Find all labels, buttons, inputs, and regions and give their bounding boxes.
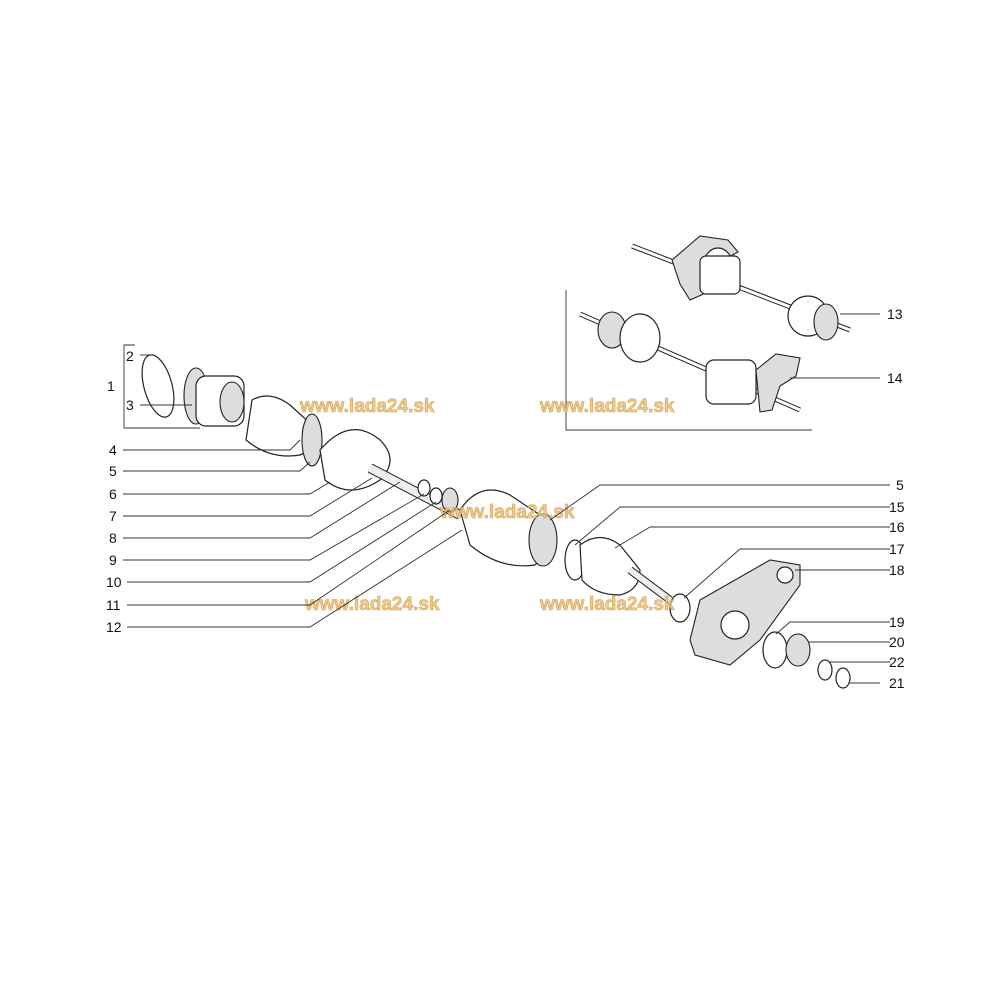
callout-label: 20 xyxy=(889,634,905,650)
callout-label: 11 xyxy=(106,597,121,613)
callout-label: 10 xyxy=(106,574,122,590)
callout-label: 1 xyxy=(107,378,115,394)
callout-label: 5 xyxy=(109,463,117,479)
bearing-20 xyxy=(785,633,811,667)
callout-label: 16 xyxy=(889,519,905,535)
callouts-right: 13 14 5 15 16 17 18 19 20 22 21 xyxy=(887,306,905,691)
clamp-5 xyxy=(301,413,323,467)
bracket-18 xyxy=(689,559,801,666)
leader-lines-left xyxy=(123,344,463,628)
callout-label: 8 xyxy=(109,530,117,546)
seal-ring-2 xyxy=(141,354,175,418)
watermark-text: www.lada24.sk xyxy=(304,594,440,615)
callout-label: 19 xyxy=(889,614,905,630)
callout-label: 5 xyxy=(896,477,904,493)
callout-label: 2 xyxy=(126,348,134,364)
inset-frame xyxy=(565,290,812,431)
seal-17 xyxy=(669,593,691,623)
inset-shaft-upper xyxy=(631,235,851,341)
watermark-text: www.lada24.sk xyxy=(439,502,575,523)
clamp-5b xyxy=(528,513,558,567)
bearing-11 xyxy=(441,487,459,513)
inner-joint-16 xyxy=(579,536,641,596)
circlip-19 xyxy=(762,631,788,669)
callout-label: 4 xyxy=(109,442,117,458)
callout-label: 6 xyxy=(109,486,117,502)
watermarks: www.lada24.sk www.lada24.sk www.lada24.s… xyxy=(299,396,676,616)
callout-label: 15 xyxy=(889,499,905,515)
ring-22 xyxy=(817,659,833,681)
ring-21 xyxy=(835,667,851,689)
callout-label: 18 xyxy=(889,562,905,578)
watermark-text: www.lada24.sk xyxy=(299,396,435,417)
ring-9 xyxy=(417,479,431,497)
watermark-text: www.lada24.sk xyxy=(539,594,675,615)
callouts-left: 2 1 3 4 5 6 7 8 9 10 11 12 xyxy=(106,348,134,635)
callout-label: 3 xyxy=(126,397,134,413)
leader-lines-right xyxy=(549,313,890,684)
callout-label: 21 xyxy=(889,675,905,691)
watermark-text: www.lada24.sk xyxy=(539,396,675,417)
callout-label: 9 xyxy=(109,552,117,568)
housing-6 xyxy=(319,429,391,491)
callout-label: 14 xyxy=(887,370,903,386)
inset-shaft-lower xyxy=(579,311,801,413)
main-shaft-assembly xyxy=(141,354,851,689)
callout-label: 13 xyxy=(887,306,903,322)
callout-label: 12 xyxy=(106,619,122,635)
callout-label: 7 xyxy=(109,508,117,524)
callout-label: 17 xyxy=(889,541,905,557)
callout-label: 22 xyxy=(889,654,905,670)
